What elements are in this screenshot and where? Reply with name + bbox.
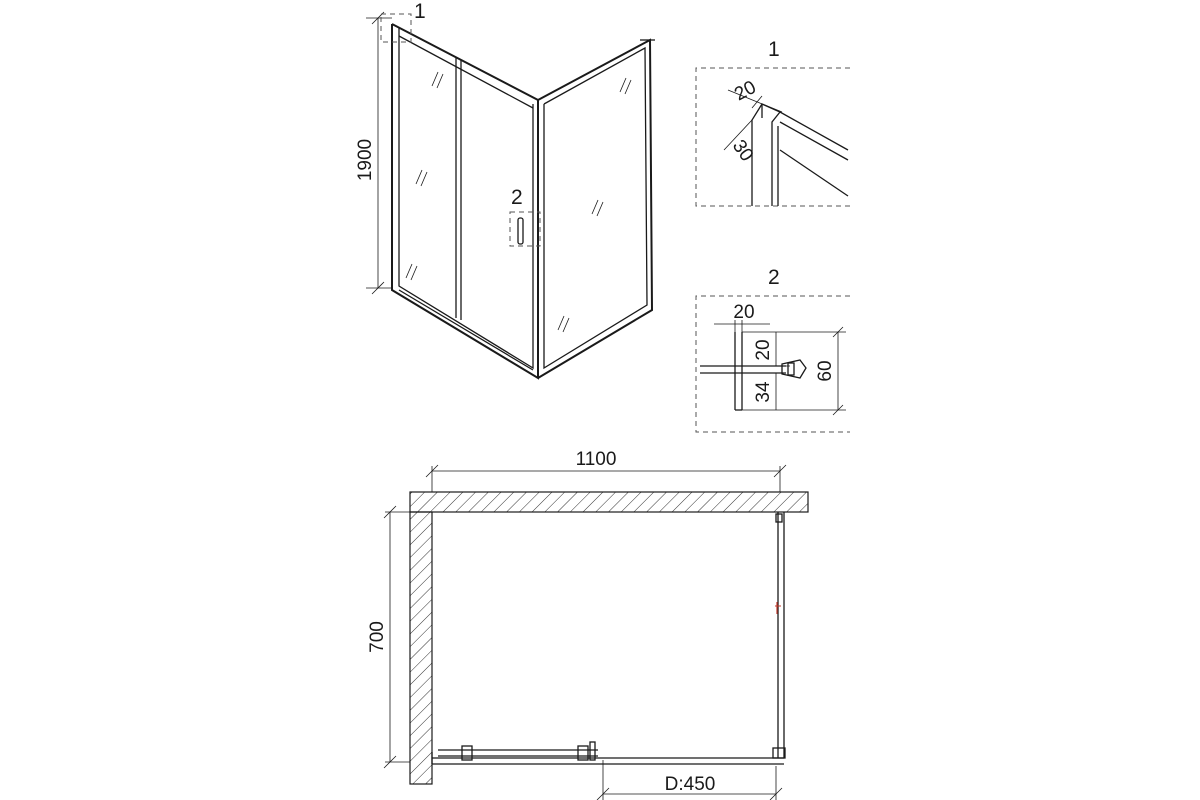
height-label: 1900: [355, 139, 376, 181]
profile-30-label: 30: [728, 136, 757, 165]
door-dimension: D:450: [596, 760, 783, 800]
callout-2: 2: [509, 186, 541, 247]
door-handle: [517, 217, 524, 245]
handle-20a-label: 20: [733, 302, 754, 323]
handle-34-label: 34: [753, 381, 774, 403]
detail-1: 1 20 30: [695, 38, 850, 207]
handle-20b-label: 20: [753, 339, 774, 360]
handle-60-label: 60: [815, 360, 836, 381]
plan-view: 1100 700: [367, 449, 809, 800]
perspective-view: 1900: [355, 0, 655, 380]
glass-reflection-marks: [405, 71, 632, 333]
door-label: D:450: [665, 774, 716, 795]
plan-side-panel: [772, 512, 786, 759]
back-wall: [409, 491, 809, 513]
depth-label: 700: [367, 621, 388, 653]
callout-2-label: 2: [511, 186, 523, 209]
callout-1-label: 1: [414, 0, 426, 23]
detail-2: 2 20 20 34 60: [695, 266, 850, 433]
side-panel-frame: [537, 38, 655, 379]
depth-dimension: 700: [367, 505, 410, 769]
detail-2-title: 2: [768, 266, 780, 289]
height-dimension: 1900: [355, 11, 392, 295]
plan-front-panel: [431, 741, 784, 765]
detail-1-title: 1: [768, 38, 780, 61]
left-wall: [409, 511, 433, 785]
width-label: 1100: [576, 449, 617, 470]
width-dimension: 1100: [425, 449, 787, 492]
callout-1: 1: [380, 0, 426, 43]
